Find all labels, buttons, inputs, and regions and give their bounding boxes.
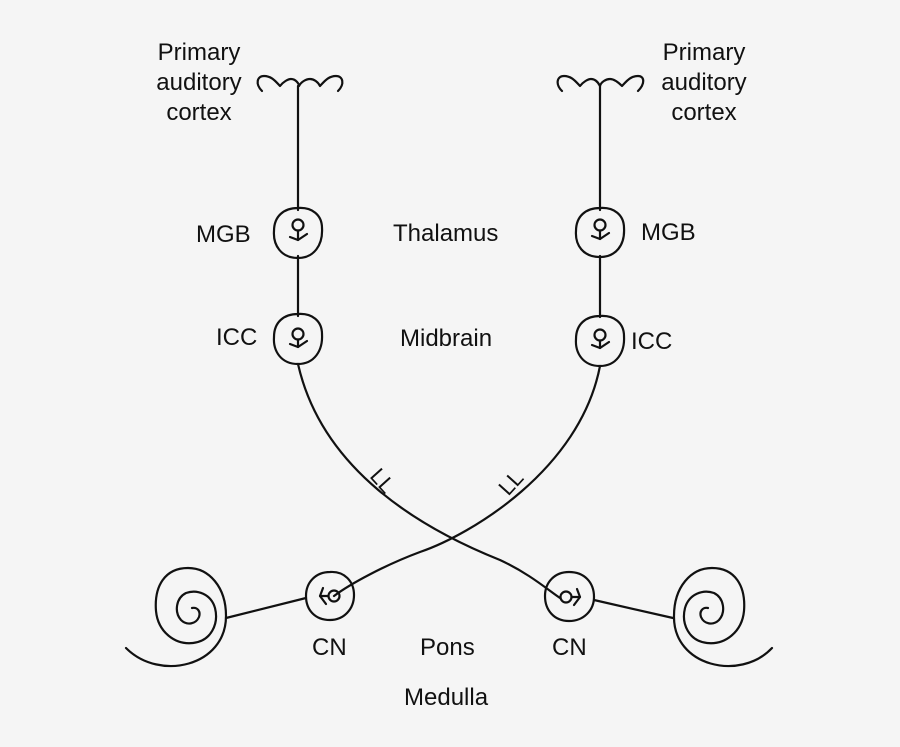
pons-label: Pons [420,634,475,661]
icc-right-label: ICC [631,328,673,355]
mgb-left-label: MGB [196,221,251,248]
icc-left-cell [272,312,324,366]
mgb-right-label: MGB [641,219,696,246]
primary-auditory-cortex-right-label: Primary auditory cortex [661,39,747,126]
mgb-right-cell [574,206,626,259]
cochlea-left [124,566,228,668]
cn-right-label: CN [552,634,587,661]
cochlea-right [672,566,774,668]
primary-auditory-cortex-left-label: Primary auditory cortex [156,39,242,126]
mgb-left-cell [272,206,324,260]
icc-left-label: ICC [216,324,258,351]
cortex-left-symbol [256,74,344,93]
cn-left-cell [304,570,356,622]
right-auditory-nerve [592,598,675,620]
thalamus-label: Thalamus [393,220,499,247]
icc-right-cell [574,314,626,368]
left-auditory-nerve [224,596,308,620]
midbrain-label: Midbrain [400,325,493,352]
right-ll-fiber [332,364,602,598]
medulla-label: Medulla [404,684,489,711]
cn-right-cell [543,570,596,623]
cn-left-label: CN [312,634,347,661]
